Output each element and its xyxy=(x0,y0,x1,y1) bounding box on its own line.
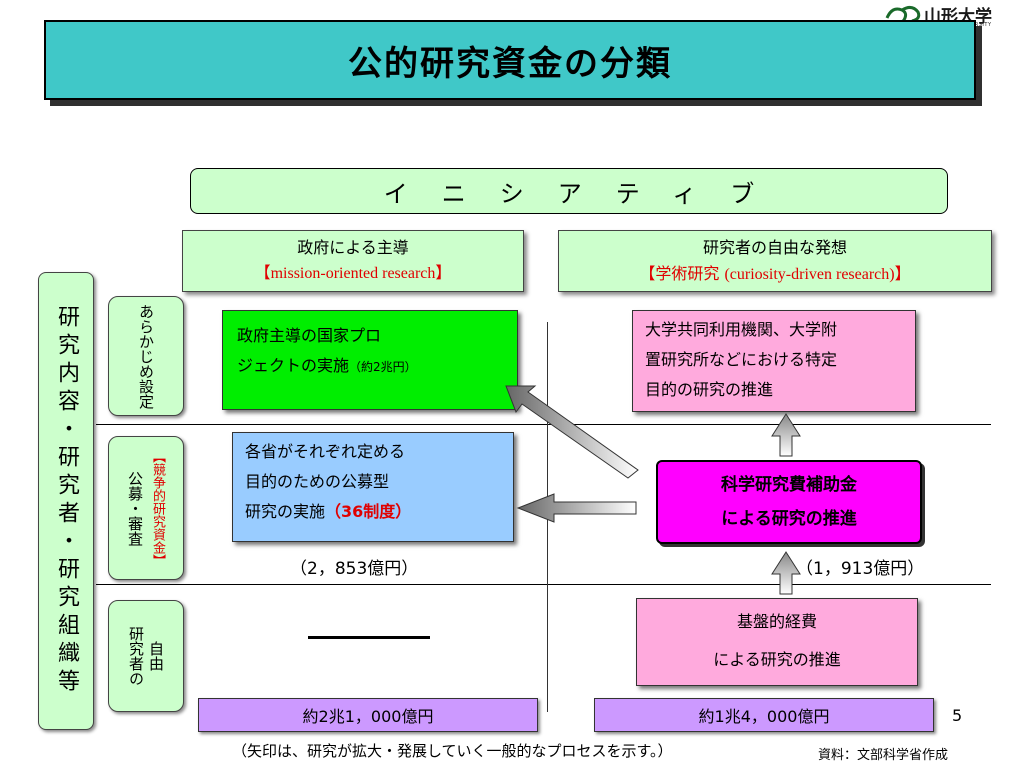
government-led-label: 政府による主導 xyxy=(297,238,409,257)
total-amount-left: 約2兆1，000億円 xyxy=(302,707,434,726)
competitive-label: 公募・審査 xyxy=(126,470,144,546)
kaken-line1: 科学研究費補助金 xyxy=(721,475,857,495)
univ-line2: 置研究所などにおける特定 xyxy=(645,350,838,369)
gov-project-amount: （約2兆円） xyxy=(349,360,417,374)
total-amount-left-bar: 約2兆1，000億円 xyxy=(198,698,538,732)
basic-funding-box: 基盤的経費 による研究の推進 xyxy=(636,598,918,686)
arrow-left-icon xyxy=(516,493,637,523)
source-note: 資料：文部科学省作成 xyxy=(818,748,949,763)
row-label-competitive: 公募・審査 【競争的研究資金】 xyxy=(108,436,184,580)
kaken-grant-box: 科学研究費補助金 による研究の推進 xyxy=(656,460,922,544)
researcher-free-label: 研究者の自由な発想 xyxy=(702,237,847,257)
gov-project-line2: ジェクトの実施（約2兆円） xyxy=(237,356,417,375)
base-line2: による研究の推進 xyxy=(713,650,841,669)
research-organization-column: 研究内容・研究者・研究組織等 xyxy=(38,272,94,730)
ministry-line3: 研究の実施（36制度） xyxy=(245,502,412,521)
arrow-diagonal-icon xyxy=(505,385,639,479)
competitive-funds-label: 【競争的研究資金】 xyxy=(150,449,165,567)
university-institutes-box: 大学共同利用機関、大学附 置研究所などにおける特定 目的の研究の推進 xyxy=(632,310,916,412)
research-organization-label: 研究内容・研究者・研究組織等 xyxy=(54,305,79,697)
free-label-a: 研究者の xyxy=(127,626,145,686)
row-divider-2 xyxy=(96,584,991,585)
kaken-line2: による研究の推進 xyxy=(721,509,857,529)
row-label-free: 研究者の 自由 xyxy=(108,600,184,712)
row-divider-1 xyxy=(96,424,991,425)
base-line1: 基盤的経費 xyxy=(736,612,817,631)
univ-line1: 大学共同利用機関、大学附 xyxy=(645,320,838,339)
arrow-up-kaken-icon xyxy=(771,413,801,457)
researcher-free-header: 研究者の自由な発想 【学術研究 (curiosity-driven resear… xyxy=(558,230,992,292)
arrow-footnote: （矢印は、研究が拡大・発展していく一般的なプロセスを示す。） xyxy=(232,742,673,760)
ministry-line1: 各省がそれぞれ定める xyxy=(245,442,406,461)
no-item-dash xyxy=(308,636,430,639)
curiosity-driven-label: 【学術研究 (curiosity-driven research)】 xyxy=(639,263,911,283)
ministry-programs-box: 各省がそれぞれ定める 目的のための公募型 研究の実施（36制度） xyxy=(232,432,514,542)
competitive-amount-right: （1，913億円） xyxy=(796,559,925,579)
initiative-label: イニシアティブ xyxy=(383,179,789,208)
mission-oriented-label: 【mission-oriented research】 xyxy=(254,265,452,282)
government-project-box: 政府主導の国家プロ ジェクトの実施（約2兆円） xyxy=(222,310,518,410)
title-banner: 公的研究資金の分類 xyxy=(44,20,976,100)
gov-project-line1: 政府主導の国家プロ xyxy=(237,326,382,345)
total-amount-right: 約1兆4，000億円 xyxy=(698,707,830,726)
preset-label: あらかじめ設定 xyxy=(137,303,155,409)
ministry-line2: 目的のための公募型 xyxy=(245,472,390,491)
row-label-preset: あらかじめ設定 xyxy=(108,296,184,416)
free-label-b: 自由 xyxy=(147,641,165,671)
government-led-header: 政府による主導 【mission-oriented research】 xyxy=(182,230,524,292)
arrow-up-base-icon xyxy=(771,551,801,595)
initiative-header: イニシアティブ xyxy=(190,168,948,214)
page-title: 公的研究資金の分類 xyxy=(348,43,672,84)
page-number: 5 xyxy=(952,706,963,725)
competitive-amount-left: （2，853億円） xyxy=(290,559,419,579)
univ-line3: 目的の研究の推進 xyxy=(645,380,774,399)
total-amount-right-bar: 約1兆4，000億円 xyxy=(594,698,934,732)
ministry-program-count: （36制度） xyxy=(325,502,412,521)
